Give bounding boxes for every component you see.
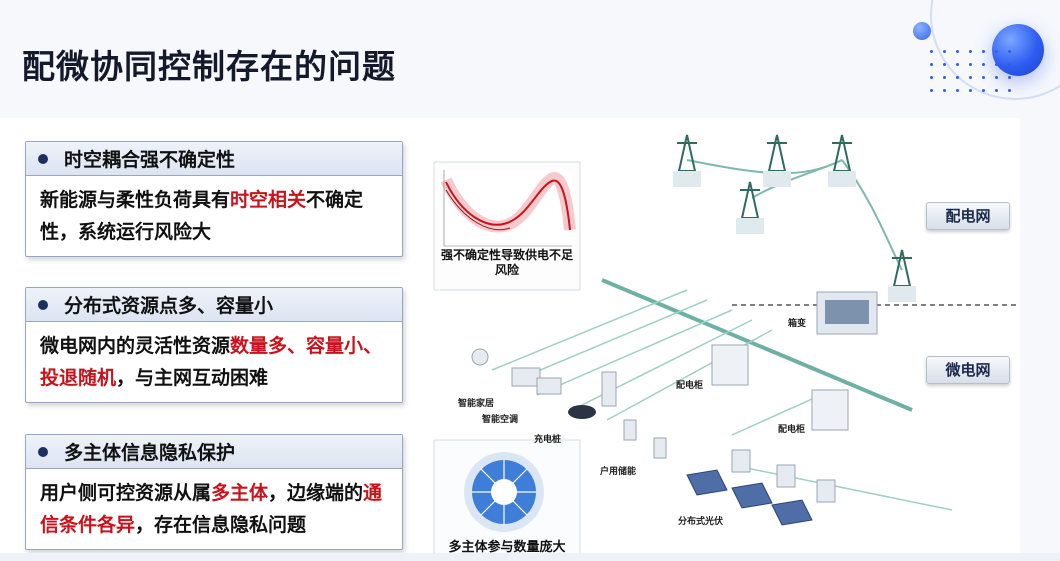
label-smart-ac: 智能空调 [482, 415, 519, 425]
decor-dot [930, 89, 933, 92]
pylon-icons [673, 134, 916, 302]
decor-dot [943, 63, 946, 66]
issue-card-3-highlight-b: 通信条件各异 [40, 482, 383, 536]
issue-card-3-header: 多主体信息隐私保护 [26, 435, 402, 469]
decor-dot [982, 63, 985, 66]
power-lines [686, 159, 903, 271]
bus-lines [601, 278, 913, 412]
decor-dot [1008, 63, 1011, 66]
label-smart-home: 智能家居 [458, 399, 495, 409]
decor-dot [969, 89, 972, 92]
bullet-icon [38, 299, 48, 310]
box-transformer-icon [816, 291, 878, 335]
ev-car-icon [568, 405, 596, 419]
uncertainty-chart-thumbnail [433, 161, 581, 291]
decor-dot [930, 76, 933, 79]
grid-diagram: 强不确定性导致供电不足风险 多主体参与数量庞大 配电网 微电网 箱变 配电柜 配… [432, 120, 1020, 558]
label-box-transformer: 箱变 [788, 319, 807, 329]
label-distributed-pv: 分布式光伏 [678, 517, 724, 527]
issue-card-1-header: 时空耦合强不确定性 [26, 142, 402, 176]
issue-card-3-text-b: ，边缘端的 [268, 482, 364, 504]
issue-card-1-highlight: 时空相关 [230, 189, 307, 211]
decor-dot [1008, 89, 1011, 92]
issue-card-2: 分布式资源点多、容量小 微电网内的灵活性资源数量多、容量小、投退随机，与主网互动… [25, 287, 403, 403]
decor-dot [943, 76, 946, 79]
issue-card-3: 多主体信息隐私保护 用户侧可控资源从属多主体，边缘端的通信条件各异，存在信息隐私… [25, 434, 403, 550]
issue-card-1-heading: 时空耦合强不确定性 [64, 149, 236, 171]
issue-card-2-body: 微电网内的灵活性资源数量多、容量小、投退随机，与主网互动困难 [26, 322, 402, 402]
issue-card-1: 时空耦合强不确定性 新能源与柔性负荷具有时空相关不确定性，系统运行风险大 [25, 141, 403, 257]
decor-orb-large [992, 24, 1044, 76]
issue-card-2-text-a: 微电网内的灵活性资源 [40, 335, 231, 357]
decor-dot [956, 63, 959, 66]
device-icons [471, 348, 836, 503]
decor-dot [995, 63, 998, 66]
solar-panel-icons [686, 469, 813, 526]
issue-card-1-text-a: 新能源与柔性负荷具有 [40, 189, 231, 211]
uncertainty-caption: 强不确定性导致供电不足风险 [440, 248, 573, 277]
distribution-network-tag: 配电网 [926, 202, 1010, 230]
decor-dot [995, 89, 998, 92]
issue-card-3-highlight-a: 多主体 [211, 482, 269, 504]
decor-dot [943, 89, 946, 92]
decor-dot [956, 89, 959, 92]
decor-dot [982, 50, 985, 53]
decor-dot [995, 76, 998, 79]
grid-illustration [433, 134, 1020, 557]
issue-card-2-header: 分布式资源点多、容量小 [26, 288, 402, 322]
decor-dot [995, 50, 998, 53]
decor-dot [956, 76, 959, 79]
issue-card-1-body: 新能源与柔性负荷具有时空相关不确定性，系统运行风险大 [26, 176, 402, 256]
decor-orb-small [913, 22, 931, 40]
decor-dot [1008, 76, 1011, 79]
decor-dot [969, 50, 972, 53]
decor-dot [969, 63, 972, 66]
decor-dot-grid [930, 50, 1020, 100]
issue-card-3-heading: 多主体信息隐私保护 [64, 442, 236, 464]
decor-dot [982, 76, 985, 79]
decor-dot [943, 50, 946, 53]
microgrid-tag: 微电网 [926, 356, 1010, 384]
issue-card-1-text-b: 不确定性，系统运行风险大 [40, 189, 364, 243]
bullet-icon [38, 153, 48, 164]
label-distribution-cabinet-1: 配电柜 [676, 381, 704, 391]
issue-card-2-heading: 分布式资源点多、容量小 [64, 295, 274, 317]
decor-dot [930, 50, 933, 53]
footer-strip [0, 553, 1060, 561]
decor-dot [982, 89, 985, 92]
issue-card-2-highlight: 数量多、容量小、投退随机 [40, 335, 383, 389]
slide-title: 配微协同控制存在的问题 [22, 47, 396, 86]
issue-card-3-body: 用户侧可控资源从属多主体，边缘端的通信条件各异，存在信息隐私问题 [26, 469, 402, 549]
issue-card-2-text-b: ，与主网互动困难 [116, 367, 269, 389]
decor-dot [969, 76, 972, 79]
label-charging-pile: 充电桩 [534, 435, 562, 445]
issue-card-3-text-a: 用户侧可控资源从属 [40, 482, 212, 504]
decor-dot [930, 63, 933, 66]
multi-agent-caption: 多主体参与数量庞大 [448, 540, 566, 555]
label-household-storage: 户用储能 [600, 467, 637, 477]
issue-card-3-text-c: ，存在信息隐私问题 [135, 514, 307, 536]
decor-dot [956, 50, 959, 53]
label-distribution-cabinet-2: 配电柜 [778, 425, 806, 435]
bullet-icon [38, 446, 48, 457]
decor-dot [1008, 50, 1011, 53]
multi-agent-wheel-thumbnail [433, 439, 581, 557]
distribution-cabinet-icons [711, 344, 849, 431]
